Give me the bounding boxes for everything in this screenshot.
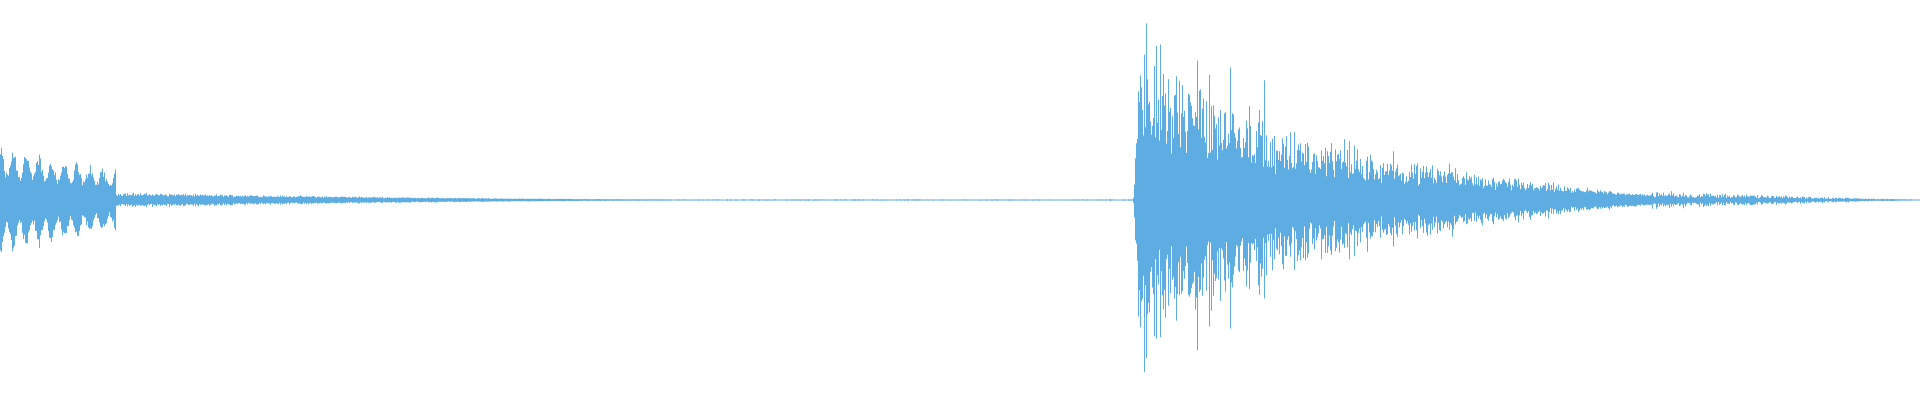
waveform-bars: [0, 23, 1920, 373]
